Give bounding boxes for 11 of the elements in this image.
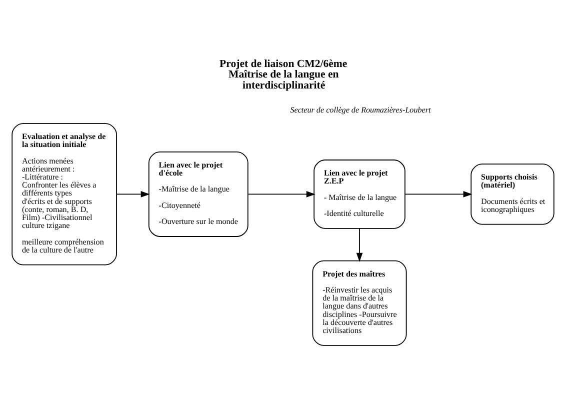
arrow — [116, 190, 150, 197]
node-box: Projet des maîtres -Réinvestir les acquis de la maîtrise de la langue dans d'autres disciplines -Poursuivre la découverte d'autres civilisations — [312, 260, 407, 346]
diagram-title: Projet de liaison CM2/6ème Maîtrise de la langue en interdisciplinarité — [220, 57, 348, 92]
label: Secteur de collège de Roumazières-Loubert — [290, 104, 431, 114]
node-box: Supports choisis (matériel) Documents écrits et iconographiques — [470, 163, 554, 224]
arrow — [404, 190, 472, 197]
node-box: Evaluation et analyse de la situation initiale Actions menées antérieurement : -Littérature : Confronter les élèves a différents types d'écrits et de supports (conte, roman, B. D, Film) -Civilisationnel culture tzigane meilleure compréhension de la culture de l'autre — [12, 122, 117, 265]
node-box: Lien avec le projet d'école -Maîtrise de la langue -Citoyenneté -Ouverture sur le monde — [148, 150, 248, 236]
arrow — [356, 227, 363, 262]
node-box: Lien avec le projet Z.E.P - Maîtrise de la langue -Identité culturelle — [314, 159, 406, 228]
arrow — [248, 190, 316, 197]
